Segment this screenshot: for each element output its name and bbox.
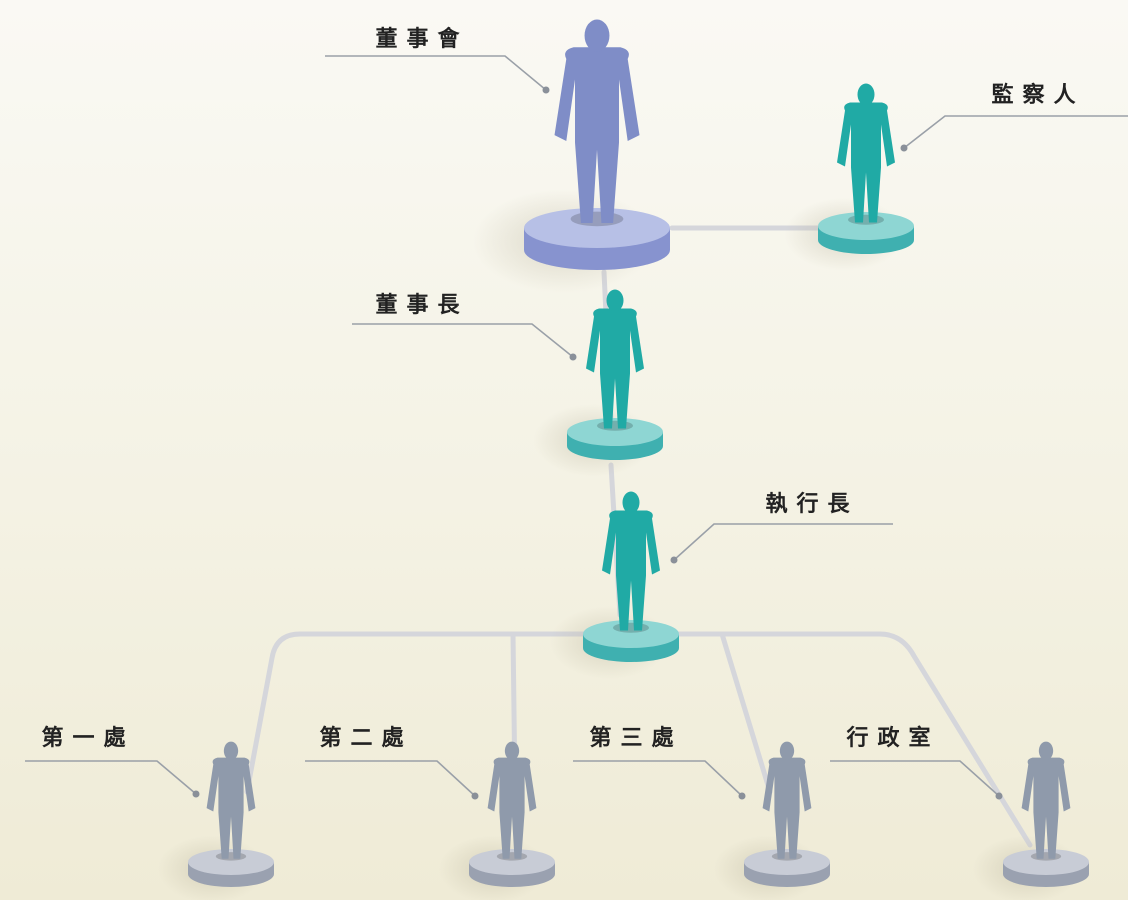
platform (1003, 849, 1089, 887)
leader-line (903, 115, 1128, 149)
leader-line (352, 323, 574, 358)
node-supervisor: 監察人 (784, 82, 1128, 271)
platform (744, 849, 830, 887)
platform (583, 620, 679, 662)
leader-dot (569, 353, 577, 361)
edge-ceo-to-division-3 (719, 631, 773, 795)
leader-line (25, 760, 197, 795)
person-icon (487, 741, 537, 861)
platform (524, 208, 670, 270)
leader-dot (542, 86, 550, 94)
leader-dot (670, 556, 678, 564)
node-label-ceo: 執行長 (765, 491, 858, 517)
node-division-2: 第二處 (305, 725, 555, 900)
node-division-1: 第一處 (25, 725, 274, 900)
node-label-division-1: 第一處 (41, 725, 134, 751)
node-label-division-2: 第二處 (319, 725, 412, 751)
platform (567, 418, 663, 460)
person-icon (837, 83, 895, 225)
leader-line (673, 523, 893, 561)
person-icon (602, 491, 660, 633)
connector-lines (244, 225, 1033, 848)
leader-dot (471, 792, 479, 800)
node-ceo: 執行長 (549, 491, 893, 679)
node-label-supervisor: 監察人 (991, 82, 1084, 108)
platform (818, 212, 914, 254)
platform (188, 849, 274, 887)
person-icon (762, 741, 812, 861)
node-label-admin-office: 行政室 (845, 725, 939, 751)
node-label-division-3: 第三處 (589, 725, 682, 751)
edge-ceo-to-admin-office (672, 631, 1033, 848)
person-icon (586, 289, 644, 431)
node-chairman: 董事長 (352, 289, 663, 477)
leader-dot (995, 792, 1003, 800)
leader-dot (192, 790, 200, 798)
person-icon (206, 741, 256, 861)
leader-line (830, 760, 1000, 797)
person-icon (1021, 741, 1071, 861)
leader-line (325, 55, 547, 91)
person-icon (554, 19, 640, 227)
platform (469, 849, 555, 887)
node-board-of-directors: 董事會 (325, 19, 670, 294)
node-label-chairman: 董事長 (375, 292, 468, 318)
leader-line (305, 760, 476, 797)
node-division-3: 第三處 (573, 725, 830, 900)
leader-dot (738, 792, 746, 800)
node-label-board-of-directors: 董事會 (375, 26, 468, 52)
edge-ceo-to-division-1 (244, 631, 588, 795)
leader-line (573, 760, 743, 797)
node-admin-office: 行政室 (830, 725, 1089, 900)
leader-dot (900, 144, 908, 152)
